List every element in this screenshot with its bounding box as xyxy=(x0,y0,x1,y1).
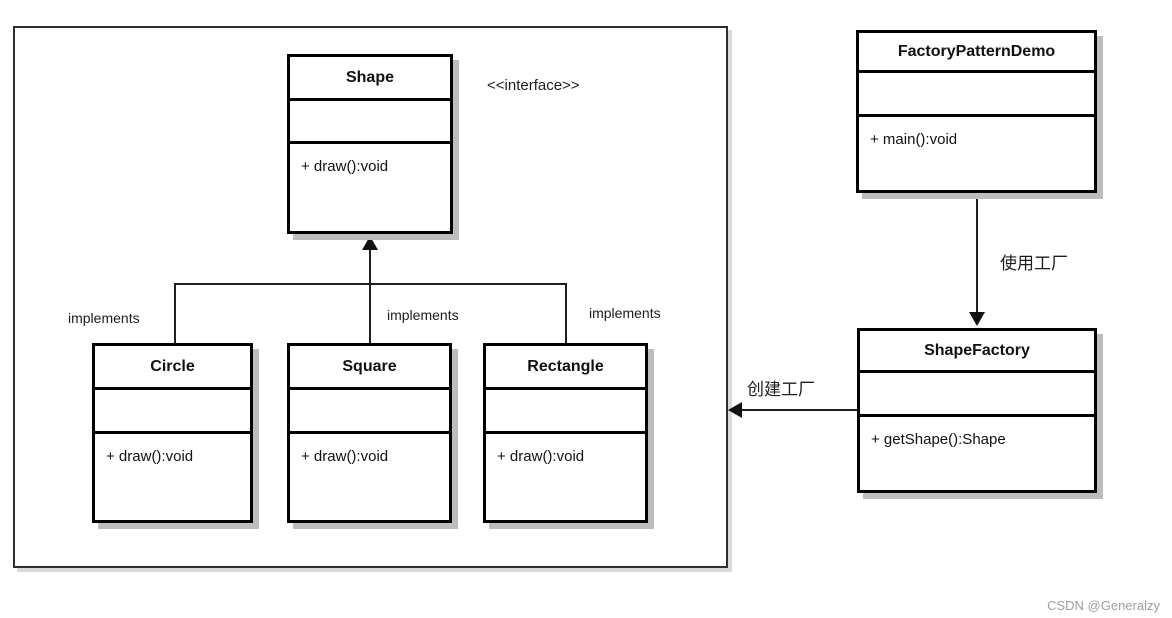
create-factory-label: 创建工厂 xyxy=(747,380,815,399)
create-factory-line xyxy=(741,409,857,411)
class-square-attributes xyxy=(290,390,449,434)
class-shape-factory-method: + getShape():Shape xyxy=(871,431,1006,448)
implements-line-rectangle xyxy=(565,283,567,343)
class-rectangle-method: + draw():void xyxy=(497,448,585,465)
use-factory-label: 使用工厂 xyxy=(1000,254,1068,273)
class-rectangle-attributes xyxy=(486,390,645,434)
class-shape-title: Shape xyxy=(290,57,450,101)
implements-label-square: implements xyxy=(387,307,459,323)
class-square: Square + draw():void xyxy=(287,343,452,523)
class-circle-title: Circle xyxy=(95,346,250,390)
class-shape: Shape + draw():void xyxy=(287,54,453,234)
implements-line-square xyxy=(369,249,371,343)
use-factory-arrowhead-icon xyxy=(969,312,985,326)
class-factory-pattern-demo-attributes xyxy=(859,73,1094,117)
class-rectangle: Rectangle + draw():void xyxy=(483,343,648,523)
csdn-watermark: CSDN @Generalzy xyxy=(1047,598,1160,613)
class-shape-factory-title: ShapeFactory xyxy=(860,331,1094,373)
class-shape-factory: ShapeFactory + getShape():Shape xyxy=(857,328,1097,493)
class-circle-method: + draw():void xyxy=(106,448,194,465)
class-shape-factory-attributes xyxy=(860,373,1094,417)
class-square-method: + draw():void xyxy=(301,448,389,465)
class-square-title: Square xyxy=(290,346,449,390)
class-shape-attributes xyxy=(290,101,450,144)
class-circle-attributes xyxy=(95,390,250,434)
create-factory-arrowhead-icon xyxy=(728,402,742,418)
implements-line-circle xyxy=(174,283,176,343)
class-factory-pattern-demo-title: FactoryPatternDemo xyxy=(859,33,1094,73)
class-circle: Circle + draw():void xyxy=(92,343,253,523)
class-factory-pattern-demo: FactoryPatternDemo + main():void xyxy=(856,30,1097,193)
implements-label-rectangle: implements xyxy=(589,305,661,321)
implements-label-circle: implements xyxy=(68,310,140,326)
use-factory-line xyxy=(976,193,978,314)
interface-stereotype-label: <<interface>> xyxy=(487,77,580,94)
class-factory-pattern-demo-method: + main():void xyxy=(870,131,958,148)
class-rectangle-title: Rectangle xyxy=(486,346,645,390)
implements-arrowhead-icon xyxy=(362,236,378,250)
class-shape-method: + draw():void xyxy=(301,158,389,175)
